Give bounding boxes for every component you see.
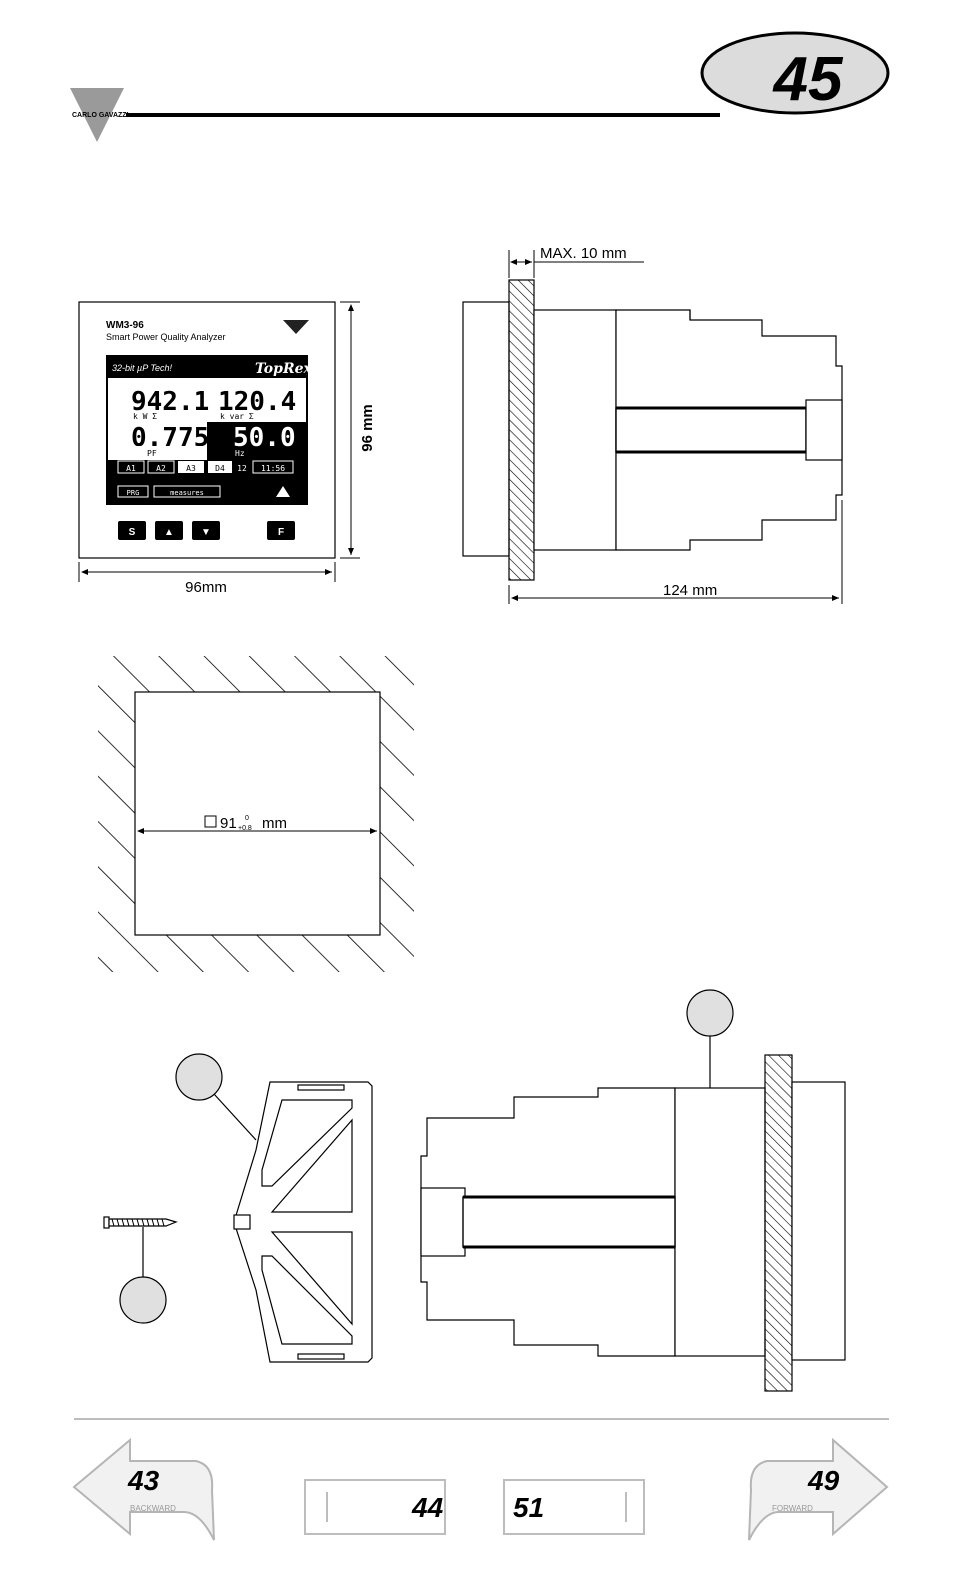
- forward-arrow-icon: [748, 1437, 889, 1541]
- forward-label: FORWARD: [772, 1504, 813, 1513]
- forward-page-number: 49: [807, 1465, 840, 1496]
- warning-icon: [276, 486, 290, 497]
- callout-circle: [686, 989, 734, 1037]
- kvar-unit: k var Σ: [220, 412, 254, 421]
- width-dimension: 96mm: [185, 579, 227, 596]
- brand-name: CARLO GAVAZZI: [72, 112, 129, 119]
- hz-unit: Hz: [235, 449, 245, 458]
- cutout-tol-lower: +0.8: [238, 825, 252, 832]
- screw-icon: [103, 1216, 178, 1229]
- page-box-right[interactable]: 51: [503, 1479, 645, 1535]
- key-up-button[interactable]: [155, 521, 183, 540]
- pf-unit: PF: [147, 449, 157, 458]
- key-f-button[interactable]: [267, 521, 295, 540]
- model-label: WM3-96: [106, 320, 144, 331]
- kw-value: 942.1: [131, 387, 209, 417]
- kw-unit: k W Σ: [133, 412, 157, 421]
- back-page-number: 43: [127, 1465, 160, 1496]
- panel-wall: [764, 1054, 793, 1392]
- status-box: A3: [186, 464, 196, 473]
- status-box: A2: [156, 464, 166, 473]
- page-number: 45: [772, 45, 844, 114]
- page-box-right-number: 51: [513, 1492, 544, 1523]
- hz-value: 50.0: [233, 423, 296, 453]
- mounting-drawing: [103, 989, 846, 1392]
- callout-circle: [119, 1276, 167, 1324]
- status-box: D4: [215, 464, 225, 473]
- front-view-drawing: WM3-96 Smart Power Quality Analyzer 32-b…: [78, 301, 376, 596]
- cutout-unit: mm: [262, 815, 287, 832]
- back-label: BACKWARD: [130, 1504, 176, 1513]
- back-nav-button[interactable]: 43 BACKWARD: [72, 1437, 215, 1541]
- side-view-drawing: [462, 279, 843, 581]
- status-box: A1: [126, 464, 136, 473]
- side-dimensions: MAX. 10 mm 124 mm: [508, 245, 843, 604]
- page-box-left[interactable]: 44: [304, 1479, 446, 1535]
- key-s-label: S: [129, 527, 136, 538]
- key-down-button[interactable]: [192, 521, 220, 540]
- height-dimension: 96 mm: [359, 404, 376, 452]
- kvar-value: 120.4: [218, 387, 296, 417]
- callout-circle: [175, 1053, 223, 1101]
- header: CARLO GAVAZZI 45: [70, 31, 890, 142]
- keypad: S ▲ ▼ F: [118, 521, 295, 540]
- max-dimension: MAX. 10 mm: [540, 245, 627, 262]
- model-subtitle: Smart Power Quality Analyzer: [106, 332, 226, 342]
- measures-label: measures: [170, 489, 204, 497]
- key-down-label: ▼: [201, 527, 211, 538]
- small-brand-icon: [283, 320, 309, 334]
- cutout-size: 91: [220, 815, 237, 832]
- page-number-badge: 45: [700, 31, 890, 115]
- key-s-button[interactable]: [118, 521, 146, 540]
- status-box: 11:56: [261, 464, 285, 473]
- panel-cutout-drawing: 91 0 +0.8 mm: [98, 656, 414, 972]
- cutout-tol-upper: 0: [245, 815, 249, 822]
- brand-logo-icon: [70, 88, 124, 142]
- status-row: A1 A2 A3 D4 12 11:56: [117, 460, 294, 474]
- page-box-left-number: 44: [411, 1492, 444, 1523]
- square-symbol-icon: [204, 815, 217, 828]
- toprex-logo: TopRex: [255, 361, 312, 377]
- back-arrow-icon: [72, 1437, 215, 1541]
- depth-dimension: 124 mm: [663, 582, 717, 599]
- prg-label: PRG: [127, 489, 140, 497]
- key-f-label: F: [278, 527, 284, 538]
- key-up-label: ▲: [164, 527, 174, 538]
- mounting-bracket: [233, 1081, 373, 1363]
- forward-nav-button[interactable]: 49 FORWARD: [748, 1437, 889, 1541]
- tech-label: 32-bit µP Tech!: [112, 363, 173, 373]
- panel-wall: [508, 279, 535, 581]
- status-box: 12: [237, 464, 247, 473]
